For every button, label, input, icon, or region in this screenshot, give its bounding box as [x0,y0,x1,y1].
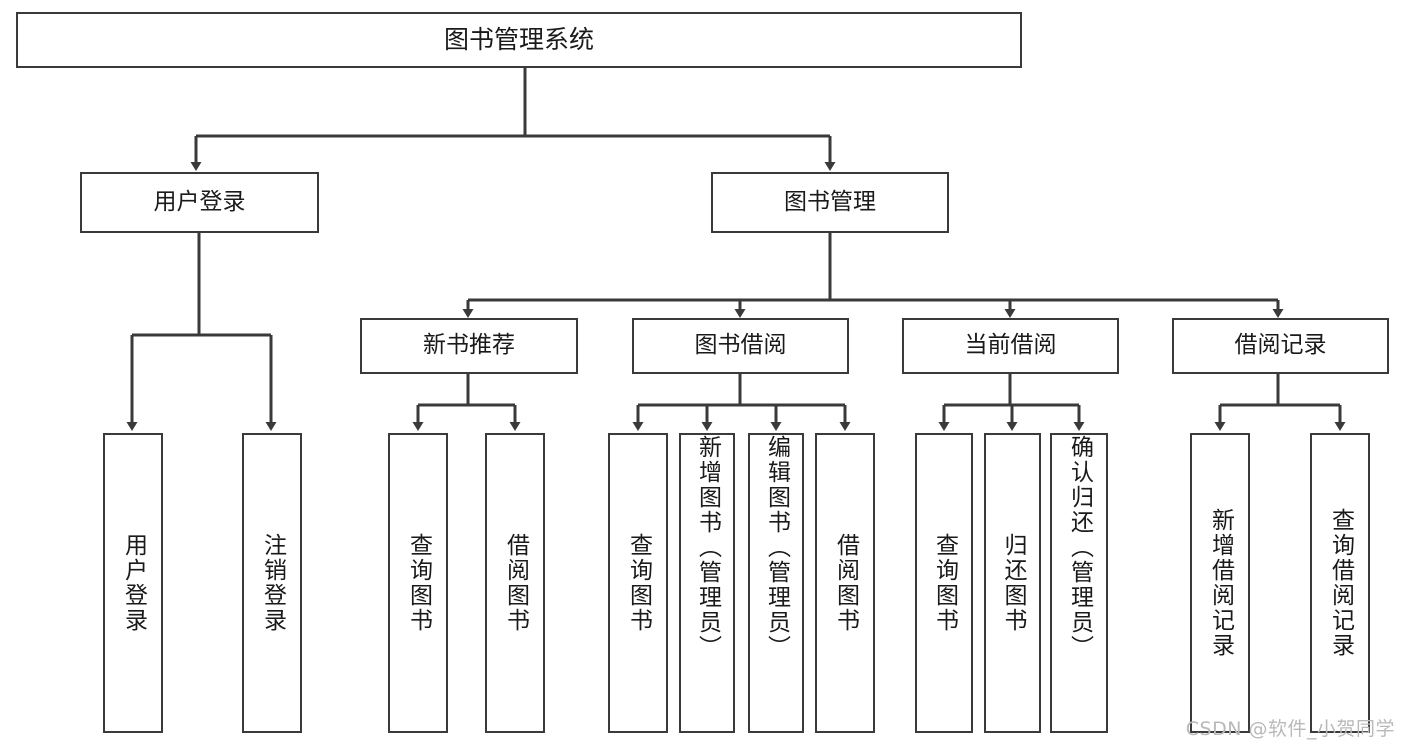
leaf-text-wrap: 查询借阅记录 [1312,435,1368,731]
leaf-text-wrap: 借阅图书 [817,435,873,731]
node-book-management-system[interactable]: 图书管理系统 [16,12,1022,68]
leaf-text-wrap: 用户登录 [105,435,161,731]
leaf-new-book-query[interactable]: 查询图书 [388,433,448,733]
node-book-management[interactable]: 图书管理 [711,172,949,233]
leaf-text-wrap: 借阅图书 [487,435,543,731]
node-label: 确认归还（管理员） [1066,435,1093,660]
leaf-text-wrap: 查询图书 [390,435,446,731]
leaf-text-wrap: 查询图书 [610,435,666,731]
node-label: 注销登录 [259,533,286,633]
node-label: 新书推荐 [423,332,515,359]
node-borrow-record[interactable]: 借阅记录 [1172,318,1389,374]
leaf-book-borrow-query[interactable]: 查询图书 [608,433,668,733]
leaf-book-borrow-edit[interactable]: 编辑图书（管理员） [748,433,804,733]
node-label: 用户登录 [153,188,246,215]
leaf-current-borrow-confirm[interactable]: 确认归还（管理员） [1050,433,1108,733]
leaf-text-wrap: 编辑图书（管理员） [750,435,802,731]
leaf-text-wrap: 归还图书 [986,435,1039,731]
leaf-text-wrap: 确认归还（管理员） [1052,435,1106,731]
leaf-text-wrap: 查询图书 [917,435,971,731]
leaf-current-borrow-query[interactable]: 查询图书 [915,433,973,733]
node-new-book-recommend[interactable]: 新书推荐 [360,318,578,374]
node-label: 查询图书 [625,533,652,633]
leaf-user-login-signin[interactable]: 用户登录 [103,433,163,733]
watermark-text: CSDN @软件_小贺同学 [1185,718,1395,740]
node-user-login[interactable]: 用户登录 [80,172,319,233]
node-label: 当前借阅 [964,332,1057,359]
leaf-text-wrap: 新增借阅记录 [1192,435,1248,731]
leaf-user-login-signout[interactable]: 注销登录 [242,433,302,733]
node-label: 图书借阅 [694,332,787,359]
node-label: 借阅记录 [1234,332,1327,359]
node-label: 图书管理 [784,188,876,215]
leaf-text-wrap: 注销登录 [244,435,300,731]
node-label: 图书管理系统 [443,25,594,55]
leaf-current-borrow-return[interactable]: 归还图书 [984,433,1041,733]
node-label: 查询借阅记录 [1327,508,1354,658]
leaf-text-wrap: 新增图书（管理员） [681,435,733,731]
node-current-borrow[interactable]: 当前借阅 [902,318,1119,374]
leaf-borrow-record-add[interactable]: 新增借阅记录 [1190,433,1250,733]
leaf-book-borrow-add[interactable]: 新增图书（管理员） [679,433,735,733]
node-label: 编辑图书（管理员） [763,435,790,660]
node-label: 新增图书（管理员） [694,435,721,660]
node-label: 查询图书 [931,533,958,633]
node-label: 借阅图书 [832,533,859,633]
node-label: 新增借阅记录 [1207,508,1234,658]
node-book-borrow[interactable]: 图书借阅 [632,318,849,374]
node-label: 用户登录 [120,533,147,633]
node-label: 借阅图书 [502,533,529,633]
node-label: 归还图书 [1000,533,1026,633]
leaf-book-borrow-borrow[interactable]: 借阅图书 [815,433,875,733]
node-label: 查询图书 [405,533,432,633]
leaf-new-book-borrow[interactable]: 借阅图书 [485,433,545,733]
leaf-borrow-record-query[interactable]: 查询借阅记录 [1310,433,1370,733]
